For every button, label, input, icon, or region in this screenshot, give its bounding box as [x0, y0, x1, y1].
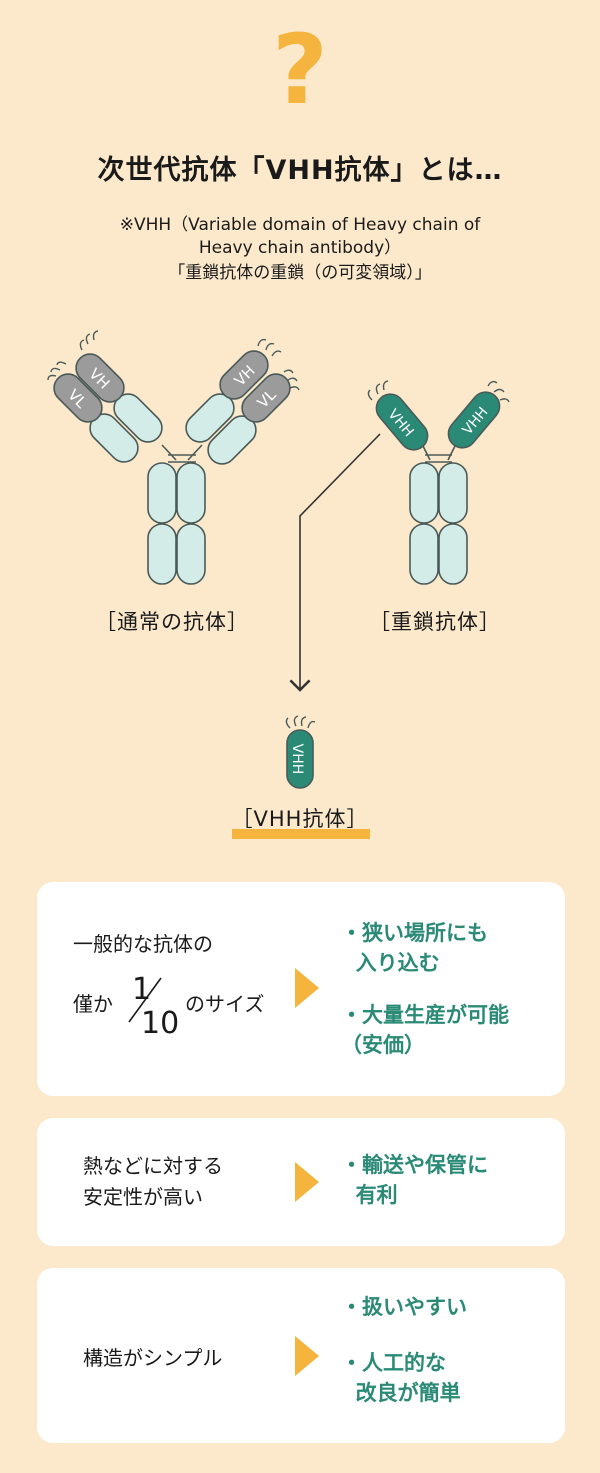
arrow-right-icon	[295, 968, 319, 1008]
benefit-easy-handling: ・扱いやすい	[341, 1295, 467, 1319]
page-title: 次世代抗体「VHH抗体」とは…	[97, 155, 503, 186]
vhh-domain	[286, 729, 314, 789]
vhh-note-line3: 「重鎖抗体の重鎖（の可変領域）」	[168, 263, 432, 283]
caption-vhh-antibody: ［VHH抗体］	[231, 807, 369, 831]
benefit-mass-production: ・大量生産が可能 （安価）	[341, 1003, 509, 1058]
feature-card-size: 一般的な抗体の 僅か 1 10 のサイズ ・狭い場所にも 入り込む ・大量生産が…	[37, 882, 565, 1096]
card-left-prefix: 僅か	[73, 992, 113, 1016]
card-left-line1: 熱などに対する	[83, 1154, 223, 1178]
vhh-note-line1: ※VHH（Variable domain of Heavy chain of	[119, 215, 481, 235]
card-left-suffix: のサイズ	[185, 992, 265, 1016]
antibody-diagram: VH VL VH VL	[47, 330, 510, 789]
fc-domain	[176, 462, 206, 524]
feature-card-stability: 熱などに対する 安定性が高い ・輸送や保管に 有利	[37, 1118, 565, 1246]
vhh-domain	[375, 393, 429, 451]
fraction-slash	[128, 977, 162, 1023]
fc-domain	[409, 523, 439, 585]
benefit-transport-storage: ・輸送や保管に 有利	[341, 1153, 488, 1208]
arrow-right-icon	[295, 1336, 319, 1376]
fc-domain	[147, 462, 177, 524]
vhh-label: VHH	[289, 744, 305, 775]
question-mark-icon: ?	[272, 14, 328, 126]
card-left-line1: 一般的な抗体の	[73, 932, 213, 956]
vh-domain	[75, 353, 125, 403]
vhh-antibody: VHH	[285, 715, 316, 789]
benefit-easy-modification: ・人工的な 改良が簡単	[341, 1351, 461, 1406]
benefit-narrow-places: ・狭い場所にも 入り込む	[341, 921, 488, 976]
caption-heavy-chain-antibody: ［重鎖抗体］	[369, 610, 501, 634]
card-left-line1: 構造がシンプル	[83, 1346, 223, 1370]
heavy-chain-antibody: VHH VHH	[367, 380, 510, 585]
feature-card-simple-structure: 構造がシンプル ・扱いやすい ・人工的な 改良が簡単	[37, 1268, 565, 1443]
vl-domain	[241, 373, 291, 423]
card-left-line2: 安定性が高い	[83, 1185, 203, 1209]
arrow-right-icon	[295, 1162, 319, 1202]
normal-antibody: VH VL VH VL	[47, 330, 300, 585]
vhh-caption-highlight	[232, 829, 370, 839]
vhh-domain	[447, 391, 501, 449]
fc-domain	[147, 523, 177, 585]
fraction-denominator: 10	[141, 1006, 180, 1041]
vhh-note-line2: Heavy chain antibody）	[198, 238, 402, 258]
fc-domain	[409, 462, 439, 524]
vh-domain	[219, 350, 269, 400]
vl-domain	[53, 373, 103, 423]
fc-domain	[438, 462, 468, 524]
caption-normal-antibody: ［通常の抗体］	[95, 610, 249, 634]
fc-domain	[176, 523, 206, 585]
fc-domain	[438, 523, 468, 585]
derivation-arrow	[289, 433, 381, 692]
